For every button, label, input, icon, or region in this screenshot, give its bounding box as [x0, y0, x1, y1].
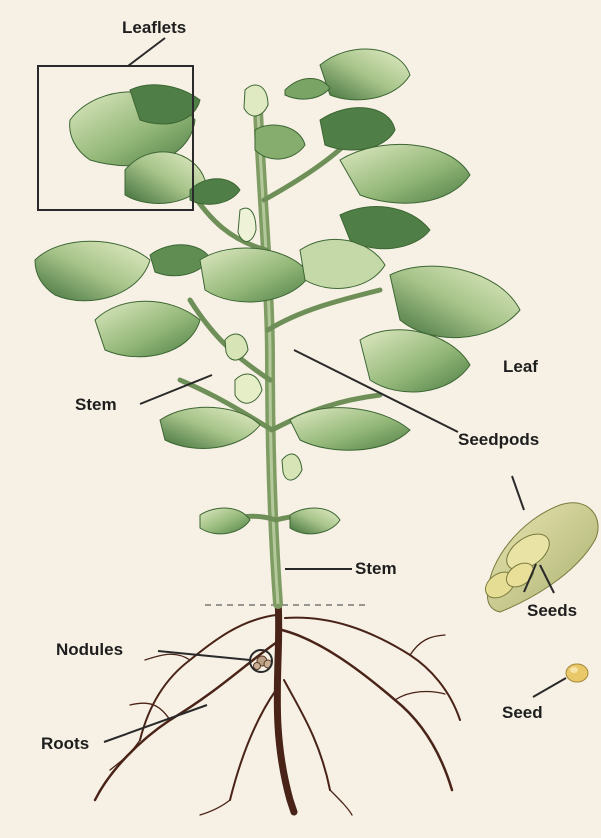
roots	[95, 600, 460, 815]
label-seeds: Seeds	[527, 601, 577, 621]
leader-seed	[533, 678, 566, 697]
label-leaflets: Leaflets	[122, 18, 186, 38]
leader-roots	[104, 705, 207, 742]
label-seed: Seed	[502, 703, 543, 723]
seedpod-illustration	[481, 503, 599, 612]
label-stem-upper: Stem	[75, 395, 117, 415]
label-stem-lower: Stem	[355, 559, 397, 579]
seed-illustration	[566, 664, 588, 682]
leader-seedpods-pod	[512, 476, 524, 510]
label-nodules: Nodules	[56, 640, 123, 660]
leaves	[35, 49, 520, 534]
leader-leaflets	[128, 38, 165, 66]
label-seedpods: Seedpods	[458, 430, 539, 450]
leader-nodules	[158, 651, 250, 660]
label-leaf: Leaf	[503, 357, 538, 377]
label-roots: Roots	[41, 734, 89, 754]
